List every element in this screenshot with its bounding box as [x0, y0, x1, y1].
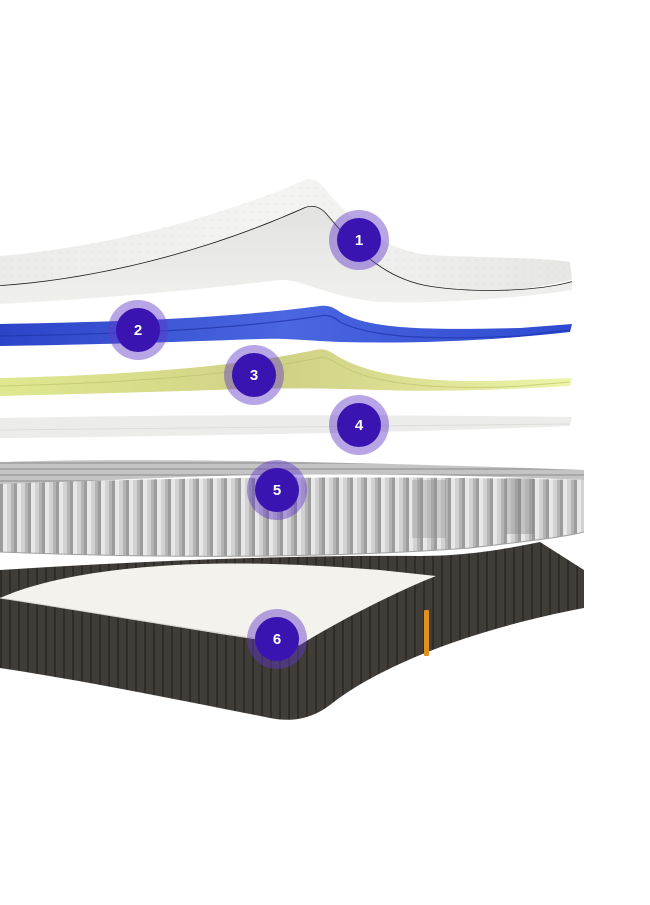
marker-number: 6 — [272, 630, 282, 648]
layer-marker-2[interactable]: 2 — [108, 300, 168, 360]
marker-core: 3 — [232, 353, 276, 397]
marker-number: 5 — [272, 481, 282, 499]
base-label-tag-icon — [424, 610, 429, 656]
marker-number: 1 — [354, 231, 364, 249]
marker-core: 2 — [116, 308, 160, 352]
marker-core: 5 — [255, 468, 299, 512]
layer-marker-5[interactable]: 5 — [247, 460, 307, 520]
layer-marker-6[interactable]: 6 — [247, 609, 307, 669]
layer-2-blue-foam — [0, 305, 572, 346]
layer-3-yellow-foam — [0, 349, 572, 396]
marker-core: 6 — [255, 617, 299, 661]
layer-4-thin-foam — [0, 415, 572, 438]
layer-marker-3[interactable]: 3 — [224, 345, 284, 405]
marker-number: 2 — [133, 321, 143, 339]
layer-marker-1[interactable]: 1 — [329, 210, 389, 270]
layer-marker-4[interactable]: 4 — [329, 395, 389, 455]
marker-core: 4 — [337, 403, 381, 447]
marker-number: 3 — [249, 366, 259, 384]
marker-core: 1 — [337, 218, 381, 262]
layer-1-top-foam — [0, 179, 573, 304]
marker-number: 4 — [354, 416, 364, 434]
